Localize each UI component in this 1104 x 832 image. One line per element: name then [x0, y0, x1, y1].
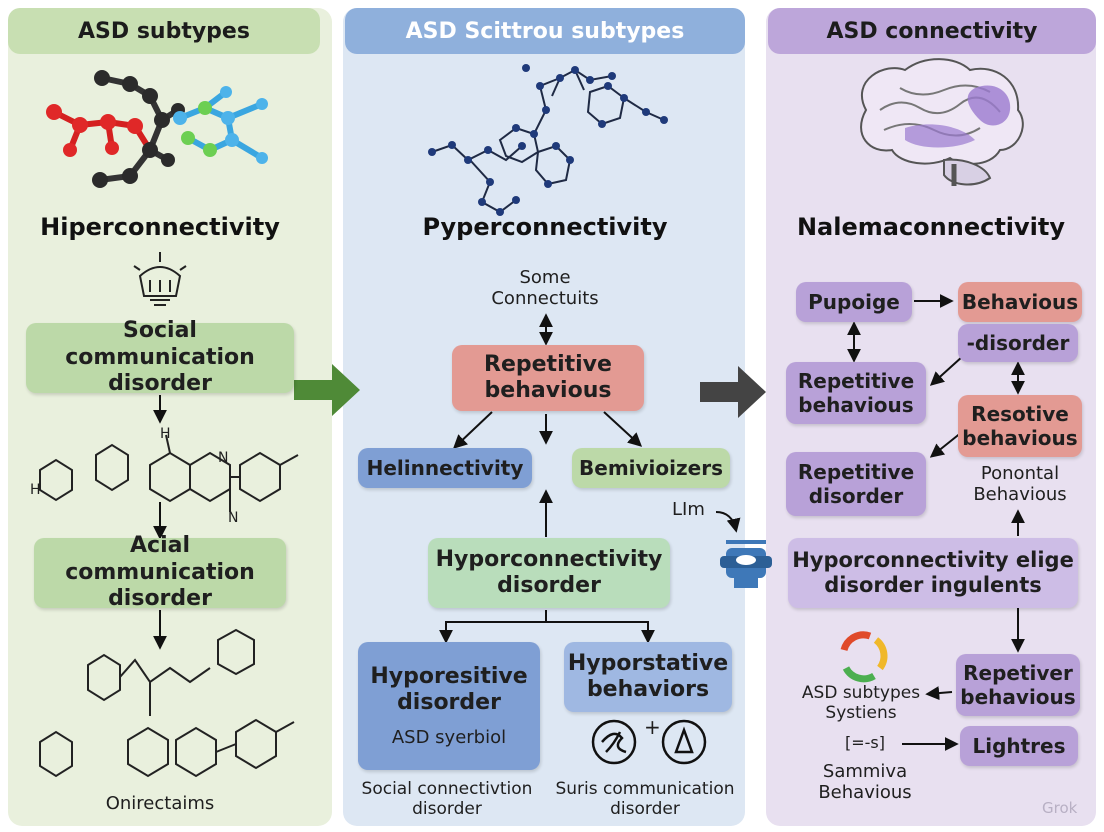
middle-heading: Pyperconnectivity — [422, 213, 668, 241]
delta-icon — [661, 719, 707, 765]
repetitive-disorder-box: Repetitive disorder — [786, 452, 926, 516]
repetitive-behavious-box-right: Repetitive behavious — [786, 362, 926, 424]
resotive-behavious-box: Resotive behavious — [958, 395, 1082, 457]
repetitive-behavious-box-middle: Repetitive behavious — [452, 345, 644, 411]
chem-label-n2: N — [228, 510, 239, 526]
right-heading: Nalemaconnectivity — [796, 213, 1066, 241]
brain-icon — [860, 58, 1024, 186]
molecule-atoms-middle — [428, 64, 668, 216]
behavious-box: Behavious — [958, 282, 1082, 322]
hyporesitive-disorder-subtitle: ASD syerbiol — [391, 726, 507, 748]
social-connectivtion-caption: Social connectivtion disorder — [361, 779, 533, 819]
hyporesitive-disorder-box: Hyporesitive disorder ASD syerbiol — [358, 642, 540, 770]
ponontal-behavious-text: Ponontal Behavious — [973, 463, 1067, 505]
pupoige-box: Pupoige — [796, 282, 912, 322]
hyporconnectivity-elige-box: Hyporconnectivity elige disorder ingulen… — [788, 538, 1078, 608]
repetiver-behavious-box: Repetiver behavious — [956, 654, 1080, 716]
panel-title-3: ASD connectivity — [768, 8, 1096, 54]
left-caption: Onirectaims — [105, 793, 215, 814]
chem-label-h2: H — [30, 482, 41, 498]
lightres-box: Lightres — [960, 726, 1078, 766]
hyporstative-behaviors-box: Hyporstative behaviors — [564, 642, 732, 712]
device-icon — [720, 540, 772, 588]
sammiva-behavious-text: Sammiva Behavious — [818, 761, 912, 803]
left-heading: Hiperconnectivity — [40, 213, 280, 241]
chemical-structure-middle-left — [39, 434, 299, 512]
cycle-icon — [840, 631, 888, 683]
hyporconnectivity-disorder-box-middle: Hyporconnectivity disorder — [428, 538, 670, 608]
plus-sign: + — [644, 715, 661, 739]
chem-label-h: H — [160, 426, 171, 442]
lim-label: LIm — [672, 499, 705, 520]
panel-asd-subtypes — [8, 8, 332, 826]
green-transition-arrow — [294, 364, 360, 416]
chemical-structure-bottom-left — [39, 628, 295, 778]
molecule-illustration-left — [46, 70, 268, 188]
chem-label-n: N — [218, 450, 229, 466]
acial-communication-disorder-box: Acial communication disorder — [34, 533, 286, 611]
molecule-illustration-middle — [431, 68, 665, 214]
helinnectivity-box: Helinnectivity — [358, 448, 532, 488]
suris-communication-caption: Suris communication disorder — [555, 779, 735, 819]
disorder-box: -disorder — [958, 324, 1078, 362]
symbol-icon-left — [591, 719, 637, 765]
some-connectuits-note: Some Connectuits — [491, 267, 599, 309]
bemivioizers-box: Bemivioizers — [572, 448, 730, 488]
panel-title-2: ASD Scittrou subtypes — [345, 8, 745, 54]
panel-title-1: ASD subtypes — [8, 8, 320, 54]
hyporesitive-disorder-title: Hyporesitive disorder — [370, 663, 528, 716]
social-communication-disorder-box: Social communication disorder — [26, 318, 294, 396]
asd-subtypes-systiens-text: ASD subtypes Systiens — [801, 683, 921, 723]
bracket-label: [=-s] — [845, 733, 885, 752]
gray-transition-arrow — [700, 366, 766, 418]
grok-watermark: Grok — [1042, 799, 1078, 817]
basket-icon — [133, 252, 187, 306]
